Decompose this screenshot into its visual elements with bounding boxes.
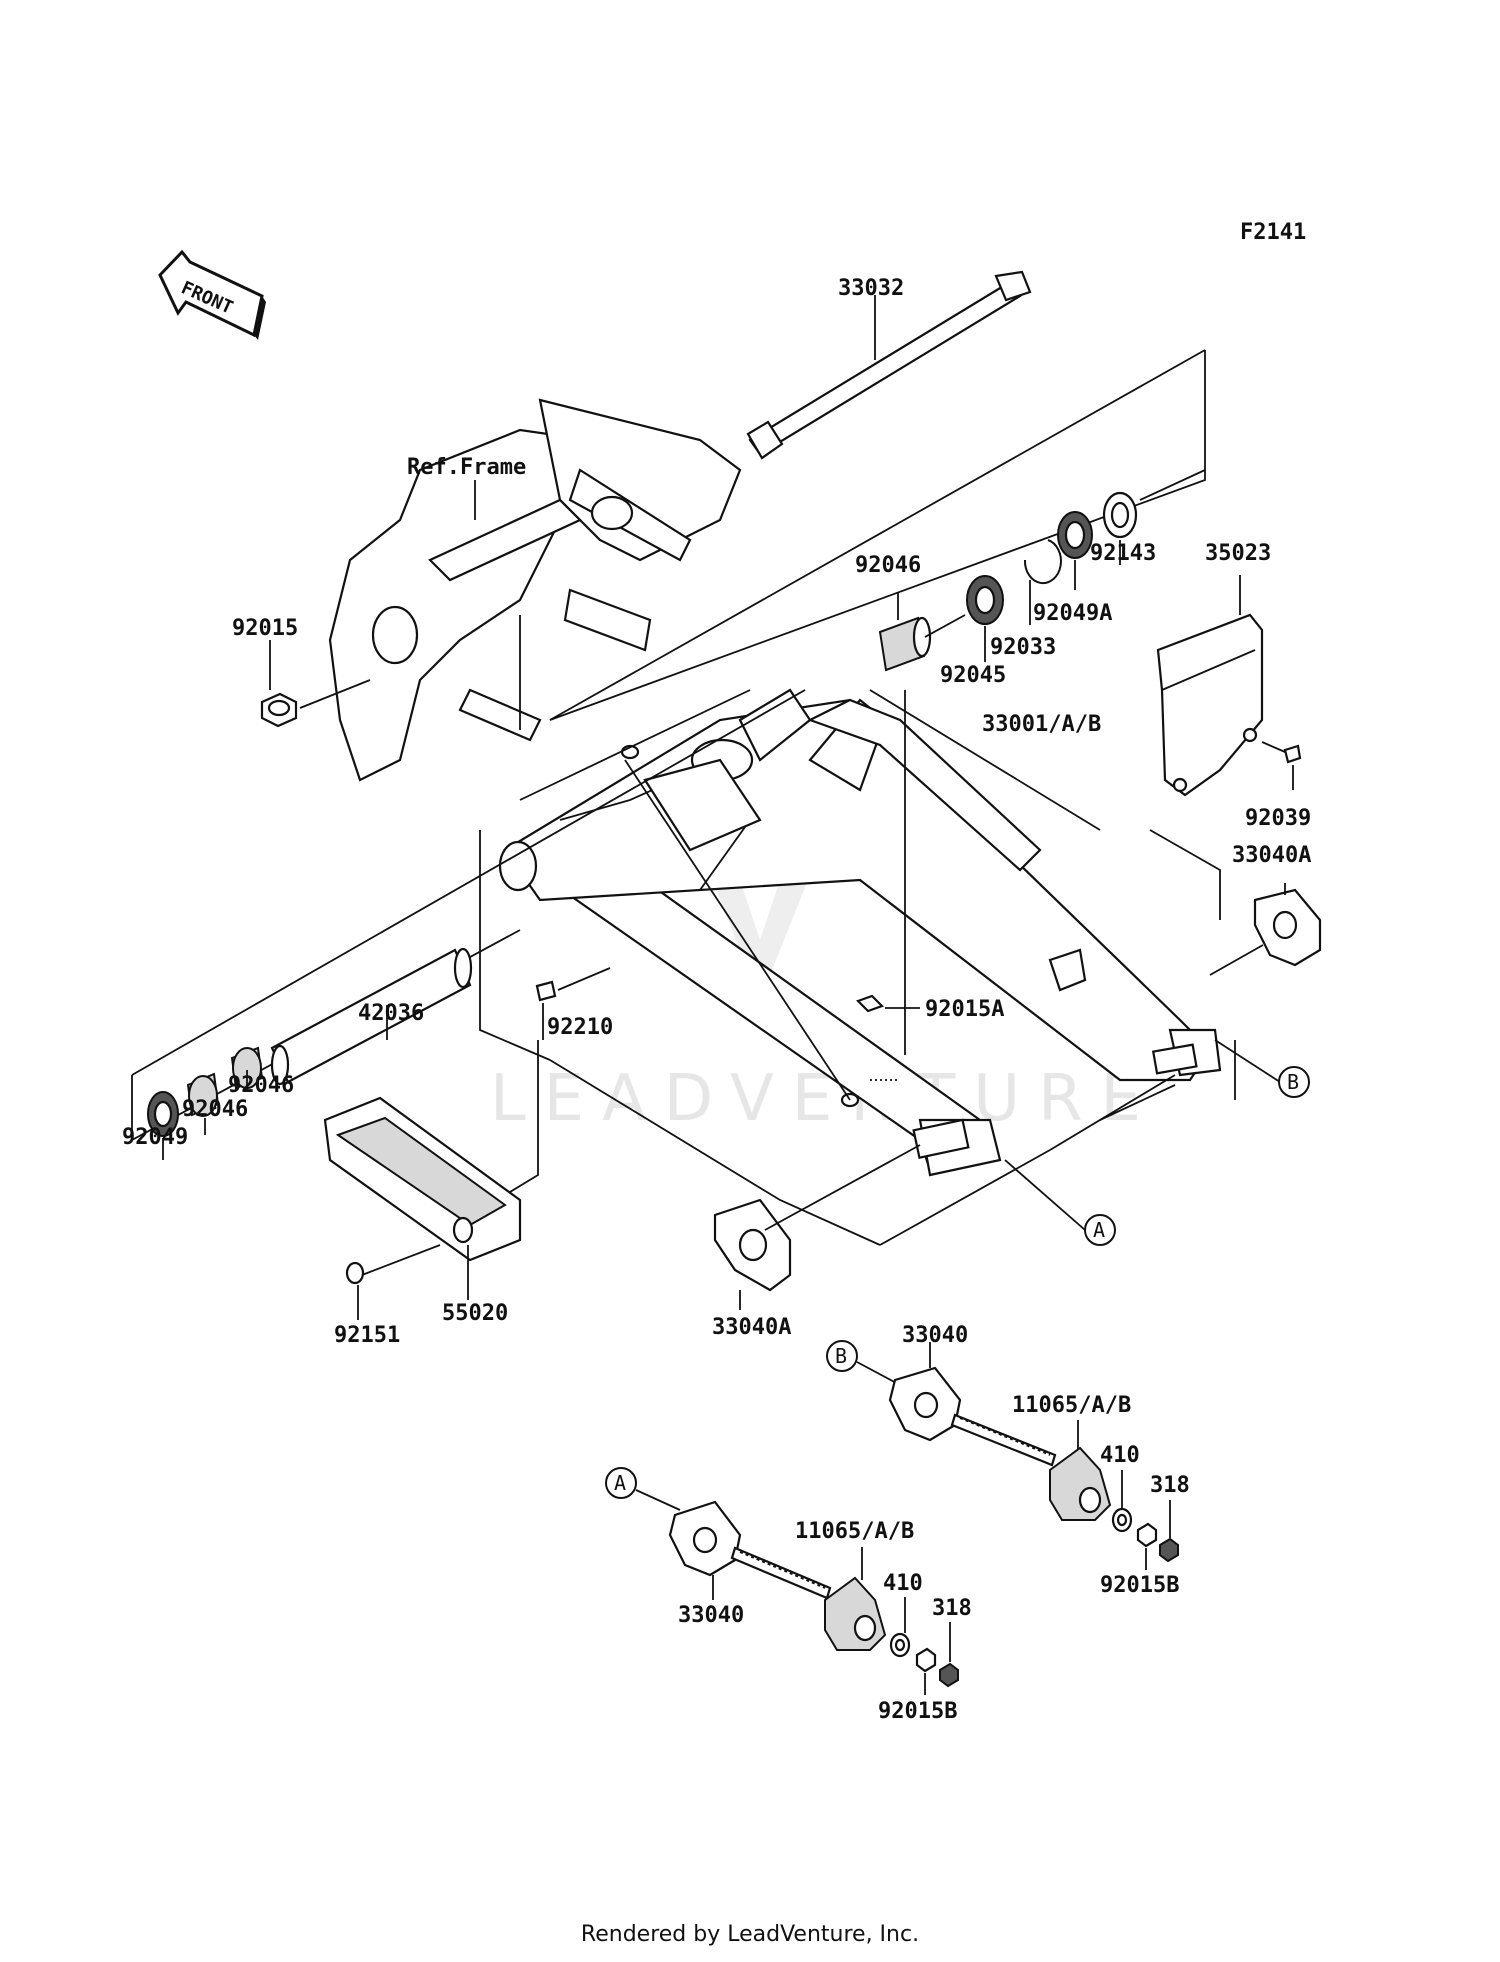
callout-a-detail: A <box>605 1467 637 1499</box>
label-92151: 92151 <box>334 1323 400 1348</box>
bearing-92046-top <box>878 616 932 672</box>
label-92210: 92210 <box>547 1015 613 1040</box>
nut-318-b <box>1159 1537 1179 1563</box>
label-92049A: 92049A <box>1033 601 1112 626</box>
label-92039: 92039 <box>1245 806 1311 831</box>
label-92015A: 92015A <box>925 997 1004 1022</box>
screw-92151 <box>345 1261 365 1285</box>
callout-a-swingarm: A <box>1084 1214 1116 1246</box>
seal-92049A <box>1057 511 1093 559</box>
label-92015B-b: 92015B <box>1100 1573 1179 1598</box>
label-55020: 55020 <box>442 1301 508 1326</box>
figure-code: F2141 <box>1240 220 1306 245</box>
callout-a-detail-letter: A <box>614 1471 626 1495</box>
seal-92049 <box>147 1091 179 1137</box>
callout-a-letter: A <box>1093 1218 1105 1242</box>
adjuster-set-b <box>888 1366 1057 1467</box>
nut-92015A <box>855 994 885 1013</box>
label-92033: 92033 <box>990 635 1056 660</box>
nut-92015 <box>260 692 298 728</box>
washer-410-b <box>1111 1507 1133 1533</box>
label-42036: 42036 <box>358 1001 424 1026</box>
callout-b-letter: B <box>1287 1070 1299 1094</box>
chain-adjuster-33040A-bottom <box>713 1198 792 1292</box>
label-33040A-bottom: 33040A <box>712 1315 791 1340</box>
label-92049: 92049 <box>122 1125 188 1150</box>
nut-92015B-b <box>1136 1522 1158 1548</box>
label-92015B-a: 92015B <box>878 1699 957 1724</box>
chain-slider-55020 <box>323 1096 522 1262</box>
label-92046-low: 92046 <box>182 1097 248 1122</box>
adjuster-set-a <box>668 1500 832 1600</box>
label-35023: 35023 <box>1205 541 1271 566</box>
screw-92039 <box>1283 744 1302 764</box>
label-92045: 92045 <box>940 663 1006 688</box>
swingarm-33001 <box>498 688 1222 1177</box>
label-410-a: 410 <box>883 1571 923 1596</box>
chain-adjuster-33040A-right <box>1253 888 1322 967</box>
label-318-a: 318 <box>932 1596 972 1621</box>
callout-b-detail-letter: B <box>835 1344 847 1368</box>
label-11065-b: 11065/A/B <box>1012 1393 1131 1418</box>
bearing-92045 <box>966 575 1004 625</box>
chain-guard-35023 <box>1156 613 1264 797</box>
nut-318-a <box>939 1662 959 1688</box>
label-11065-a: 11065/A/B <box>795 1519 914 1544</box>
label-92046-top: 92046 <box>855 553 921 578</box>
label-ref-frame: Ref.Frame <box>407 455 526 480</box>
nut-92015B-a <box>915 1647 937 1673</box>
label-410-b: 410 <box>1100 1443 1140 1468</box>
washer-410-a <box>889 1632 911 1658</box>
pivot-shaft <box>746 270 1032 460</box>
bracket-frame-diag <box>549 349 1206 721</box>
adjuster-block-11065-a <box>824 1576 887 1651</box>
collar-92143 <box>1102 491 1138 539</box>
label-33040-a: 33040 <box>678 1603 744 1628</box>
adjuster-block-11065-b <box>1049 1446 1112 1521</box>
callout-b-swingarm: B <box>1278 1066 1310 1098</box>
label-92046-mid: 92046 <box>228 1073 294 1098</box>
spacer-42036 <box>270 947 473 1086</box>
label-318-b: 318 <box>1150 1473 1190 1498</box>
circlip-92033 <box>1023 539 1062 585</box>
bearing-92046-low <box>186 1072 220 1117</box>
label-33040-b: 33040 <box>902 1323 968 1348</box>
label-33040A-right: 33040A <box>1232 843 1311 868</box>
footer-credit: Rendered by LeadVenture, Inc. <box>580 1922 920 1947</box>
bracket-upper-right <box>549 350 1206 721</box>
label-33032: 33032 <box>838 276 904 301</box>
front-arrow-icon: FRONT <box>158 249 266 340</box>
label-33001: 33001/A/B <box>982 712 1101 737</box>
label-92143: 92143 <box>1090 541 1156 566</box>
frame-reference <box>328 398 742 782</box>
watermark-text: LEADVENTURE <box>490 1062 1159 1136</box>
callout-b-detail: B <box>826 1340 858 1372</box>
label-92015: 92015 <box>232 616 298 641</box>
bearing-92046-mid <box>230 1046 264 1090</box>
bolt-92210 <box>535 980 557 1002</box>
